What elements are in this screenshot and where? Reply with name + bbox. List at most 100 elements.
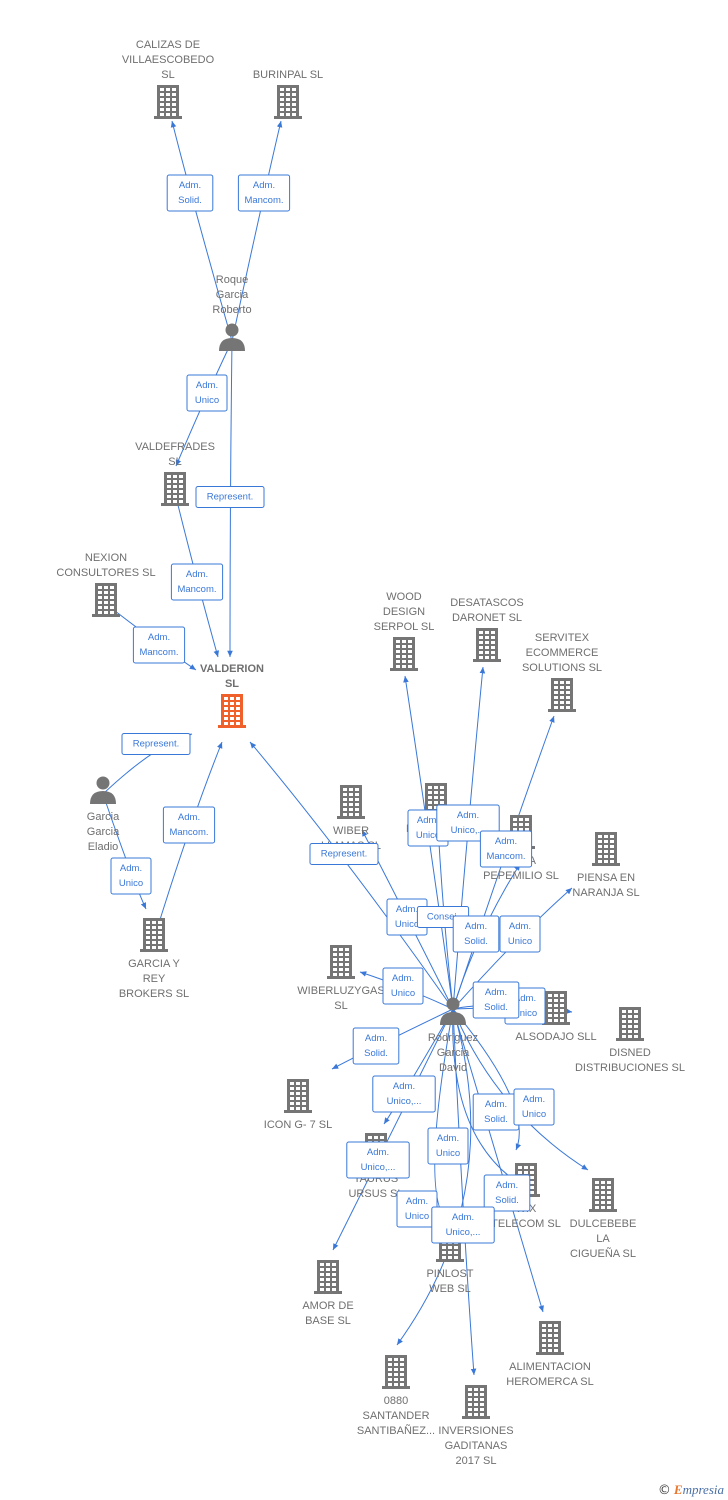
building-icon	[382, 1355, 410, 1389]
node-label: VALDERION	[200, 663, 264, 675]
edge-label-text: Solid.	[495, 1195, 519, 1206]
edge-label-box	[121, 733, 191, 755]
edge-label-box	[237, 174, 291, 212]
edge-label-garcia_rey-valderion[interactable]: Adm.Mancom.	[162, 806, 216, 844]
edge-label-text: Adm.	[452, 1212, 474, 1223]
edge-label-roque-calizas[interactable]: Adm.Solid.	[166, 174, 214, 212]
edge-label-valdefrades-valderion[interactable]: Adm.Mancom.	[170, 563, 224, 601]
edge-rodriguez-telecom	[452, 1008, 522, 1151]
building-icon	[274, 85, 302, 119]
node-label: BROKERS SL	[119, 988, 189, 1000]
edge-label-rodriguez-telecom[interactable]: Adm.Unico	[513, 1088, 555, 1126]
copyright-credit[interactable]: ©Empresia	[658, 1482, 724, 1498]
edge-label-garcia_eladio-garcia_rey[interactable]: Adm.Unico	[110, 857, 152, 895]
edge-label-text: Adm.	[178, 812, 200, 823]
node-label: PINLOST	[426, 1268, 473, 1280]
node-burinpal[interactable]: BURINPAL SL	[253, 69, 323, 119]
edge-label-rodriguez-inversiones[interactable]: Adm.Unico,...	[431, 1206, 495, 1244]
edge-label-text: Adm.	[396, 904, 418, 915]
node-label: DISTRIBUCIONES SL	[575, 1062, 685, 1074]
person-body	[90, 791, 116, 804]
edge-label-box	[479, 830, 533, 868]
node-valderion[interactable]: VALDERION SL	[200, 663, 264, 728]
node-wiber_llamas[interactable]: WIBERLLAMAS SL	[321, 785, 381, 852]
edge-label-text: Adm.	[392, 973, 414, 984]
edge-label-rodriguez-disned[interactable]: Adm. Solid.	[472, 1093, 520, 1131]
edge-label-text: Solid.	[464, 936, 488, 947]
edge-label-text: Adm.	[365, 1033, 387, 1044]
edge-label-rodriguez-pinlost[interactable]: Adm.Unico	[396, 1190, 438, 1228]
node-alsodajo[interactable]: ALSODAJO SLL	[515, 991, 597, 1043]
node-label: BASE SL	[305, 1315, 351, 1327]
edge-label-rodriguez-valderion[interactable]: Represent.	[309, 843, 379, 865]
node-label: DESATASCOS	[450, 597, 524, 609]
node-label: Garcia	[437, 1047, 470, 1059]
building-icon	[161, 472, 189, 506]
edge-label-text: Unico	[522, 1109, 546, 1120]
edge-label-text: Unico	[436, 1148, 460, 1159]
node-label: CALIZAS DE	[136, 39, 200, 51]
node-label: Roque	[216, 274, 248, 286]
edge-label-rodriguez-icon_g7[interactable]: Adm.Solid.	[352, 1027, 400, 1065]
edge-label-box	[309, 843, 379, 865]
edge-label-text: Represent.	[133, 739, 179, 750]
edge-label-rodriguez-wiberluzygas[interactable]: Adm.Unico	[382, 967, 424, 1005]
node-label: Roberto	[212, 304, 251, 316]
edge-label-garcia_eladio-valderion[interactable]: Represent.	[121, 733, 191, 755]
node-label: ICON G- 7 SL	[264, 1119, 332, 1131]
node-label: WIBER	[333, 825, 369, 837]
edge-label-text: Adm.	[120, 863, 142, 874]
edge-label-rodriguez-servitex[interactable]: Adm.Mancom.	[479, 830, 533, 868]
person-head	[225, 323, 239, 337]
edge-label-rodriguez-amor[interactable]: Adm.Unico,...	[346, 1141, 410, 1179]
edge-label-text: Unico,...	[451, 825, 486, 836]
node-label: Rodriguez	[428, 1032, 478, 1044]
edge-label-rodriguez-taurus[interactable]: Adm.Unico,...	[372, 1075, 436, 1113]
person-icon	[90, 776, 116, 804]
node-label: SL	[225, 678, 239, 690]
edge-label-text: Adm.	[485, 1099, 507, 1110]
edge-label-rodriguez-piensa[interactable]: Adm.Unico	[499, 915, 541, 953]
person-body	[219, 338, 245, 351]
edge-label-text: Solid.	[484, 1114, 508, 1125]
brand-name: mpresia	[682, 1482, 724, 1497]
node-icon_g7[interactable]: ICON G- 7 SL	[264, 1079, 332, 1131]
edge-label-roque-valdefrades[interactable]: Adm.Unico	[186, 374, 228, 412]
edge-label-roque-burinpal[interactable]: Adm.Mancom.	[237, 174, 291, 212]
edge-label-box	[499, 915, 541, 953]
node-label: SL	[334, 1000, 347, 1012]
edge-label-rodriguez-santander[interactable]: Adm. Solid.	[483, 1174, 531, 1212]
edge-label-rodriguez-pepemilio[interactable]: Adm.Solid.	[452, 915, 500, 953]
edge-label-text: Adm.	[496, 1180, 518, 1191]
edge-label-box	[186, 374, 228, 412]
building-icon	[548, 678, 576, 712]
node-santander[interactable]: 0880SANTANDERSANTIBAÑEZ...	[357, 1355, 435, 1437]
edge-label-roque-valderion[interactable]: Represent.	[195, 486, 265, 508]
building-icon	[337, 785, 365, 819]
edge-label-text: Represent.	[207, 492, 253, 503]
building-icon	[592, 832, 620, 866]
edge-label-nexion-valderion[interactable]: Adm.Mancom.	[132, 626, 186, 664]
edge-label-box	[452, 915, 500, 953]
edge-label-rodriguez-dulcebebe[interactable]: Adm.Unico	[427, 1127, 469, 1165]
edge-label-rodriguez-alsodajo[interactable]: Adm.Solid.	[472, 981, 520, 1019]
edge-label-text: Adm.	[495, 836, 517, 847]
node-label: REY	[143, 973, 166, 985]
